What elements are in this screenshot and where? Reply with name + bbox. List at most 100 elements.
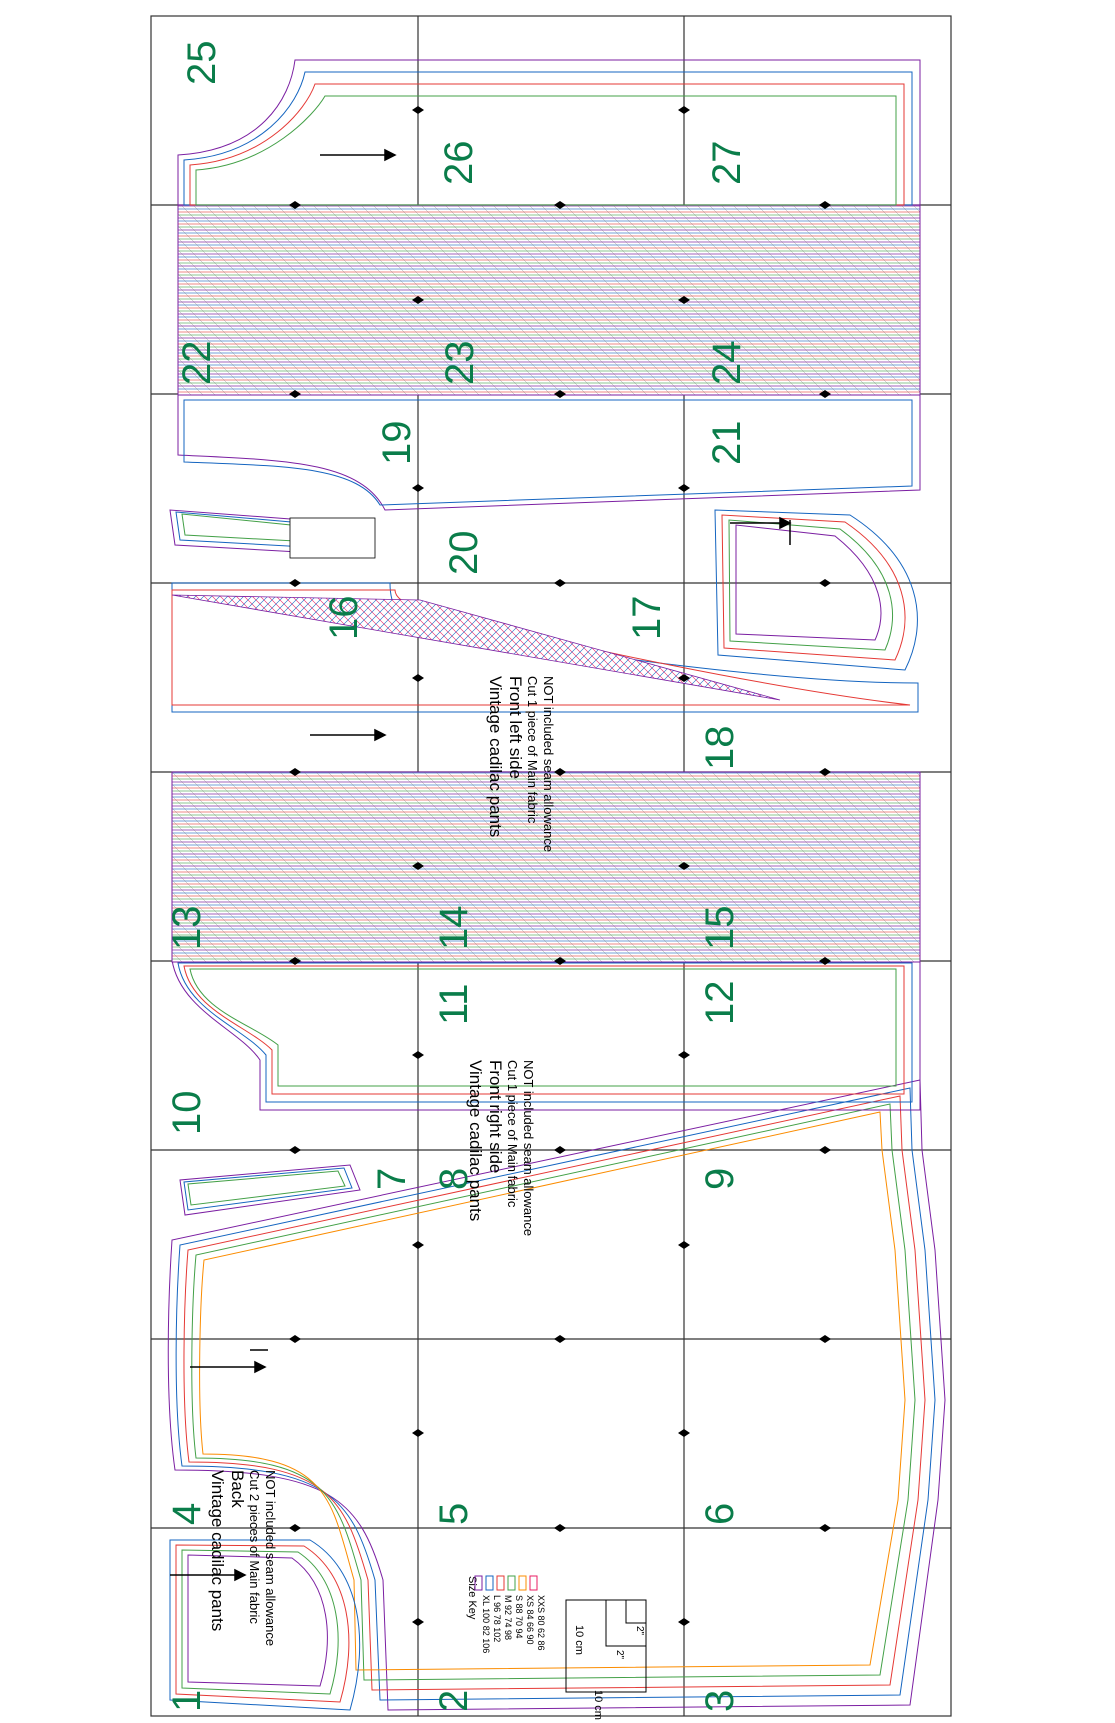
front-pocket-piece	[714, 509, 918, 671]
front-left-label-title: Vintage cadilac pants	[486, 676, 505, 837]
back-label-name: Back	[228, 1470, 247, 1508]
registration-diamond	[678, 106, 690, 114]
size-key-row: M 92 74 98	[503, 1595, 513, 1640]
size-key-swatch	[518, 1575, 527, 1591]
tile-number-13: 13	[165, 906, 209, 951]
fly-piece	[169, 509, 376, 559]
registration-diamond	[554, 1524, 566, 1532]
front-left-hatched-band	[177, 204, 921, 396]
registration-diamond	[819, 1335, 831, 1343]
back-label-cut: Cut 2 pieces of Main fabric	[247, 1470, 262, 1624]
front-right-label-name: Front right side	[486, 1060, 505, 1173]
registration-diamond	[289, 1524, 301, 1532]
back-pocket-piece	[169, 1539, 361, 1711]
tile-number-8: 8	[432, 1168, 476, 1190]
tile-number-20: 20	[442, 531, 486, 576]
registration-diamond	[412, 1051, 424, 1059]
waistband-piece-7	[179, 1164, 361, 1216]
registration-diamond	[819, 1146, 831, 1154]
registration-diamond	[819, 390, 831, 398]
registration-diamonds	[289, 106, 831, 1626]
registration-diamond	[678, 862, 690, 870]
front-right-pattern-piece	[171, 959, 921, 1111]
registration-diamond	[554, 957, 566, 965]
scale-inch-a: 2"	[614, 1650, 625, 1660]
registration-diamond	[819, 768, 831, 776]
registration-diamond	[412, 484, 424, 492]
tile-number-1: 1	[165, 1690, 209, 1712]
size-key-title: Size Key	[466, 1576, 478, 1620]
registration-diamond	[554, 768, 566, 776]
front-left-label: Vintage cadilac pants Front left side Cu…	[486, 676, 556, 852]
tile-number-5: 5	[432, 1503, 476, 1525]
registration-diamond	[554, 390, 566, 398]
front-right-label-cut: Cut 1 piece of Main fabric	[505, 1060, 520, 1208]
front-right-upper-piece	[171, 582, 919, 713]
front-right-label-title: Vintage cadilac pants	[466, 1060, 485, 1221]
tile-number-18: 18	[698, 726, 742, 771]
scale-inch-b: 2"	[634, 1626, 645, 1636]
back-label: Vintage cadilac pants Back Cut 2 pieces …	[208, 1470, 278, 1646]
tile-number-17: 17	[625, 596, 669, 641]
registration-diamond	[678, 1618, 690, 1626]
registration-diamond	[554, 1335, 566, 1343]
size-key-swatch	[496, 1575, 505, 1591]
front-left-label-note: NOT included seam allowance	[541, 676, 556, 852]
tile-numbers: 1 2 3 4 5 6 7 8 9 10 11 12 13 14 15 16 1…	[165, 41, 749, 1713]
registration-diamond	[412, 1429, 424, 1437]
registration-diamond	[289, 390, 301, 398]
front-right-hatched-band	[171, 771, 921, 963]
tile-number-11: 11	[432, 983, 476, 1025]
registration-diamond	[678, 674, 690, 682]
registration-diamond	[412, 1618, 424, 1626]
front-left-upper-piece	[177, 59, 921, 206]
size-key-swatch	[474, 1575, 483, 1591]
tile-number-27: 27	[705, 141, 749, 186]
registration-diamond	[289, 1335, 301, 1343]
tile-number-12: 12	[698, 981, 742, 1026]
front-left-label-cut: Cut 1 piece of Main fabric	[525, 676, 540, 824]
tile-number-10: 10	[165, 1091, 209, 1136]
size-key-row: XL 100 82 106	[481, 1595, 491, 1653]
registration-diamond	[289, 768, 301, 776]
front-left-label-name: Front left side	[506, 676, 525, 779]
tile-number-19: 19	[375, 421, 419, 466]
size-key-swatch	[507, 1575, 516, 1591]
size-key-swatch	[529, 1575, 538, 1591]
tile-number-9: 9	[698, 1168, 742, 1190]
registration-diamond	[554, 579, 566, 587]
tile-number-25: 25	[180, 41, 224, 86]
size-key-row: XXS 80 62 86	[536, 1595, 546, 1651]
size-key-row: XS 84 66 90	[525, 1595, 535, 1645]
size-key-row: S 88 70 94	[514, 1595, 524, 1639]
tile-number-21: 21	[705, 421, 749, 466]
size-key-swatch	[485, 1575, 494, 1591]
registration-diamond	[289, 201, 301, 209]
registration-diamond	[554, 1146, 566, 1154]
registration-diamond	[554, 201, 566, 209]
front-right-label: Vintage cadilac pants Front right side C…	[466, 1060, 536, 1236]
front-right-label-note: NOT included seam allowance	[521, 1060, 536, 1236]
tile-number-24: 24	[705, 341, 749, 386]
tile-number-3: 3	[698, 1690, 742, 1712]
registration-diamond	[412, 106, 424, 114]
registration-diamond	[412, 862, 424, 870]
registration-diamond	[412, 674, 424, 682]
back-label-title: Vintage cadilac pants	[208, 1470, 227, 1631]
tile-number-22: 22	[175, 341, 219, 386]
tile-number-7: 7	[370, 1168, 414, 1190]
registration-diamond	[819, 957, 831, 965]
registration-diamond	[819, 579, 831, 587]
registration-diamond	[678, 1429, 690, 1437]
registration-diamond	[289, 579, 301, 587]
registration-diamond	[678, 1241, 690, 1249]
registration-diamond	[819, 201, 831, 209]
registration-diamond	[289, 957, 301, 965]
size-key-row: L 96 78 102	[492, 1595, 502, 1642]
registration-diamond	[678, 484, 690, 492]
registration-diamond	[819, 1524, 831, 1532]
registration-diamond	[678, 1051, 690, 1059]
